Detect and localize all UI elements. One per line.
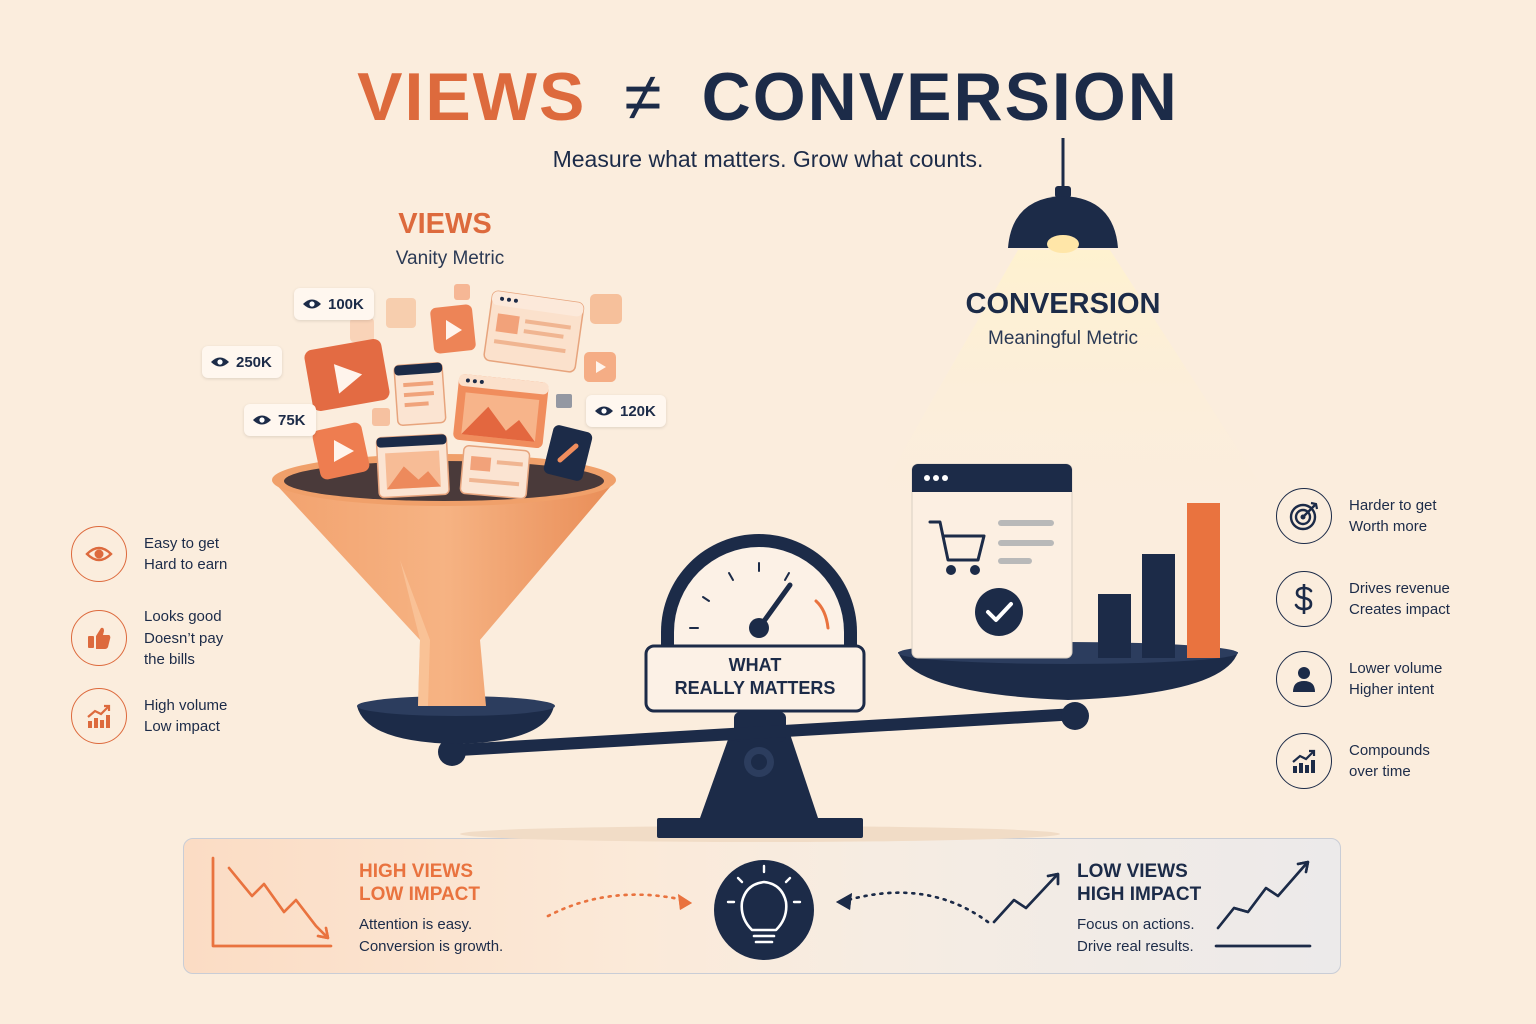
trait-line: the bills: [144, 651, 195, 668]
bar-chart-icon: [1098, 503, 1220, 658]
light-beam: [858, 250, 1290, 530]
content-cards: [304, 284, 622, 500]
high-impact-heading: HIGH IMPACT: [1077, 884, 1202, 905]
growth-chart-large-icon: [1214, 860, 1312, 948]
view-count-badge: 100K: [294, 288, 374, 320]
conversion-trait-item: Lower volume Higher intent: [1276, 651, 1442, 707]
conversion-heading: CONVERSION: [965, 288, 1161, 320]
conversion-trait-item: Drives revenue Creates impact: [1276, 571, 1450, 627]
growth-chart-icon: [71, 688, 127, 744]
low-impact-heading: LOW IMPACT: [359, 884, 481, 905]
high-views-block: HIGH VIEWS LOW IMPACT Attention is easy.…: [359, 860, 503, 958]
high-views-text: Conversion is growth.: [359, 938, 504, 955]
conversion-trait-item: Harder to get Worth more: [1276, 488, 1437, 544]
title-views: VIEWS: [357, 59, 587, 135]
title-conversion: CONVERSION: [701, 59, 1179, 135]
view-count: 75K: [278, 411, 306, 429]
dotted-arrow-left: [546, 893, 686, 918]
trait-line: Drives revenue: [1349, 579, 1450, 597]
target-icon: [1276, 488, 1332, 544]
views-heading: VIEWS: [398, 208, 492, 240]
check-icon: [975, 588, 1023, 636]
dotted-arrow-right: [846, 891, 990, 924]
high-views-text: Attention is easy.: [359, 916, 473, 933]
low-views-heading: LOW VIEWS: [1077, 861, 1188, 882]
eye-icon: [71, 526, 127, 582]
not-equal-symbol: ≠: [624, 59, 664, 135]
view-count-badge: 75K: [244, 404, 316, 436]
growth-chart-icon: [1276, 733, 1332, 789]
lamp-icon: [1008, 138, 1118, 253]
views-trait-item: Easy to get Hard to earn: [71, 526, 227, 582]
decline-chart-icon: [211, 856, 333, 948]
scale-beam: [440, 708, 1078, 757]
trait-line: High volume: [144, 696, 228, 714]
checkout-window-icon: [911, 463, 1073, 659]
trait-line: Looks good: [144, 608, 222, 625]
eye-icon: [253, 415, 271, 425]
low-views-text: Drive real results.: [1077, 938, 1194, 955]
trait-line: Harder to get: [1349, 496, 1437, 514]
view-count: 250K: [236, 353, 272, 371]
view-count-badge: 250K: [202, 346, 282, 378]
views-subheading: Vanity Metric: [395, 248, 505, 269]
page-subtitle: Measure what matters. Grow what counts.: [552, 146, 984, 172]
view-count: 120K: [620, 402, 656, 420]
trait-line: Doesn’t pay: [144, 629, 224, 647]
eye-icon: [303, 299, 321, 309]
trait-line: Low impact: [144, 718, 220, 735]
growth-line-small-icon: [992, 872, 1060, 924]
low-views-text: Focus on actions.: [1077, 916, 1195, 933]
trait-line: Lower volume: [1349, 659, 1443, 677]
conversion-trait-item: Compounds over time: [1276, 733, 1430, 789]
scale-label-line1: WHAT: [728, 655, 782, 675]
trait-line: Hard to earn: [144, 556, 228, 573]
trait-line: Creates impact: [1349, 601, 1450, 618]
scale-label-line2: REALLY MATTERS: [674, 678, 836, 698]
page-title: VIEWS ≠ CONVERSION: [0, 58, 1536, 148]
views-trait-item: High volume Low impact: [71, 688, 227, 744]
eye-icon: [595, 406, 613, 416]
trait-line: Easy to get: [144, 534, 220, 552]
view-count: 100K: [328, 295, 364, 313]
trait-line: Compounds: [1349, 741, 1430, 759]
high-views-heading: HIGH VIEWS: [359, 861, 474, 882]
eye-icon: [211, 357, 229, 367]
trait-line: Worth more: [1349, 518, 1428, 535]
gauge-icon: [644, 534, 866, 713]
dollar-icon: [1276, 571, 1332, 627]
trait-line: over time: [1349, 763, 1411, 780]
trait-line: Higher intent: [1349, 681, 1435, 698]
person-icon: [1276, 651, 1332, 707]
cart-icon: [928, 520, 986, 575]
thumbs-up-icon: [71, 610, 127, 667]
views-trait-item: Looks good Doesn’t pay the bills: [71, 606, 223, 671]
scale-label: WHAT REALLY MATTERS: [648, 654, 862, 700]
conversion-subheading: Meaningful Metric: [988, 328, 1138, 349]
view-count-badge: 120K: [586, 395, 666, 427]
low-views-block: LOW VIEWS HIGH IMPACT Focus on actions. …: [1077, 860, 1201, 958]
